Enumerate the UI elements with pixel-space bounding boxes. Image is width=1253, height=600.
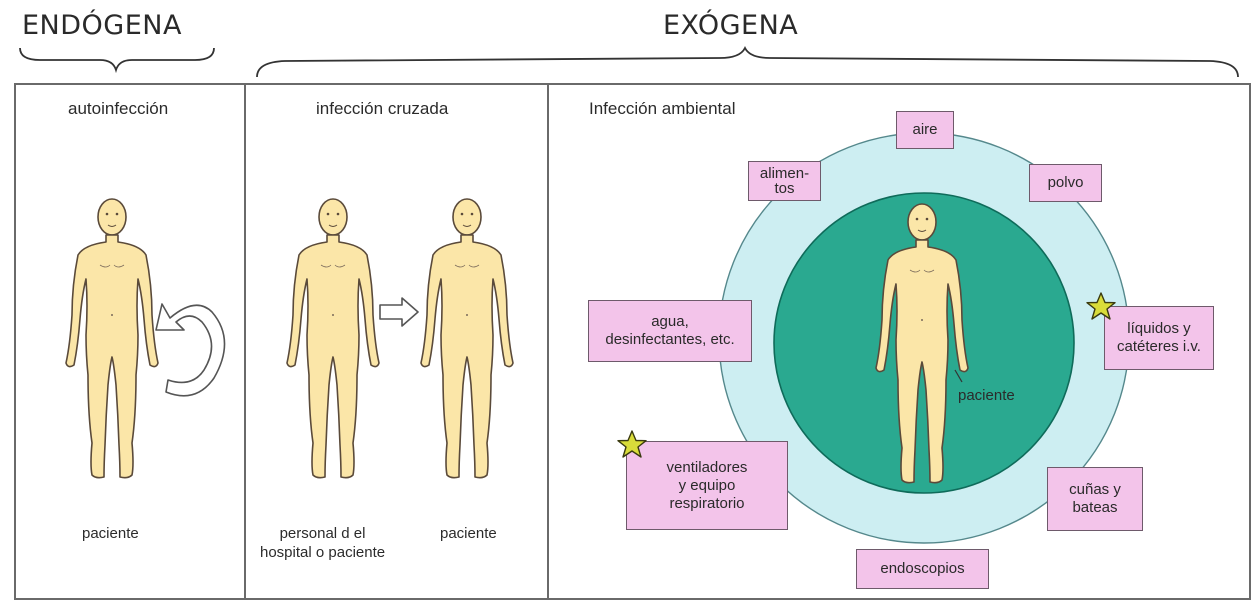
staff-patient-caption: personal d el hospital o paciente	[260, 525, 386, 561]
exogena-brace	[256, 45, 1239, 78]
patient-figure-icon	[65, 198, 159, 479]
patient-figure-icon	[420, 198, 514, 479]
autoinfeccion-patient-caption: paciente	[82, 525, 139, 542]
source-agua: agua, desinfectantes, etc.	[588, 300, 752, 362]
endogena-brace	[19, 47, 215, 74]
source-alimentos: alimen- tos	[748, 161, 821, 201]
source-ventiladores: ventiladores y equipo respiratorio	[626, 441, 788, 530]
source-liquidos: líquidos y catéteres i.v.	[1104, 306, 1214, 370]
source-endoscopios: endoscopios	[856, 549, 989, 589]
exogena-title: EXÓGENA	[663, 10, 799, 41]
star-icon	[1086, 292, 1116, 320]
circular-arrow-icon	[155, 303, 226, 397]
infeccion-ambiental-title: Infección ambiental	[589, 99, 736, 118]
infeccion-cruzada-title: infección cruzada	[316, 99, 449, 118]
endogena-title: ENDÓGENA	[22, 10, 182, 41]
cross-patient-caption: paciente	[440, 525, 497, 542]
infeccion-cruzada-panel: infección cruzada personal d el hospital…	[244, 83, 549, 600]
right-arrow-icon	[379, 297, 419, 327]
source-polvo: polvo	[1029, 164, 1102, 202]
autoinfeccion-panel: autoinfección paciente	[14, 83, 246, 600]
source-cunas: cuñas y bateas	[1047, 467, 1143, 531]
autoinfeccion-title: autoinfección	[68, 99, 169, 118]
staff-figure-icon	[286, 198, 380, 479]
ambiental-patient-label: paciente	[958, 387, 1015, 404]
star-icon	[617, 430, 647, 458]
source-aire: aire	[896, 111, 954, 149]
